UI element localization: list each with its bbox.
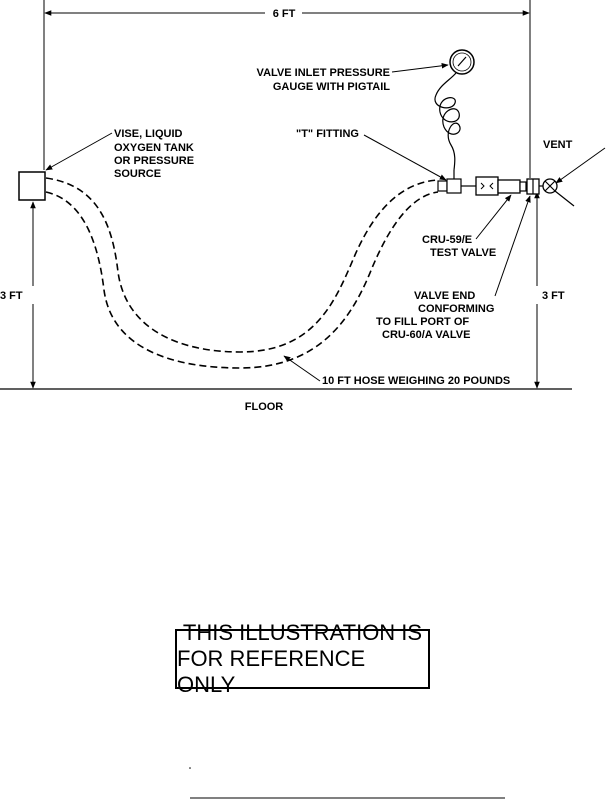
pressure-gauge <box>434 49 475 171</box>
svg-text:VISE, LIQUID: VISE, LIQUID <box>114 128 183 140</box>
svg-text:OXYGEN TANK: OXYGEN TANK <box>114 142 194 154</box>
fitting-assembly <box>437 170 575 207</box>
svg-text:SOURCE: SOURCE <box>114 168 161 180</box>
test-valve-callout: CRU-59/E TEST VALVE <box>422 194 512 259</box>
svg-text:VALVE INLET PRESSURE: VALVE INLET PRESSURE <box>257 67 390 79</box>
svg-text:10 FT HOSE WEIGHING 20 POUNDS: 10 FT HOSE WEIGHING 20 POUNDS <box>322 375 510 387</box>
svg-text:TEST VALVE: TEST VALVE <box>430 247 496 259</box>
test-valve <box>475 176 499 196</box>
hose-callout: 10 FT HOSE WEIGHING 20 POUNDS <box>283 355 510 387</box>
width-label: 6 FT <box>273 8 296 20</box>
svg-text:VALVE END: VALVE END <box>414 290 475 302</box>
svg-text:TO FILL PORT OF: TO FILL PORT OF <box>376 316 469 328</box>
width-dimension: 6 FT <box>43 0 531 178</box>
gauge-callout: VALVE INLET PRESSURE GAUGE WITH PIGTAIL <box>257 63 449 93</box>
svg-text:CONFORMING: CONFORMING <box>418 303 494 315</box>
t-fitting-callout: "T" FITTING <box>296 128 447 181</box>
svg-text:OR PRESSURE: OR PRESSURE <box>114 155 194 167</box>
right-height-label: 3 FT <box>542 290 565 302</box>
left-height-dimension: 3 FT <box>0 201 36 389</box>
vise-pressure-source <box>18 171 46 201</box>
reference-notice: THIS ILLUSTRATION IS FOR REFERENCE ONLY <box>175 620 430 697</box>
hose <box>45 177 439 369</box>
t-fitting <box>446 178 462 194</box>
right-height-dimension: 3 FT <box>534 191 565 389</box>
floor-label: FLOOR <box>245 401 284 413</box>
svg-text:"T" FITTING: "T" FITTING <box>296 128 359 140</box>
notice-line-2: FOR REFERENCE ONLY <box>177 646 366 697</box>
svg-text:CRU-60/A VALVE: CRU-60/A VALVE <box>382 329 470 341</box>
vent-callout: VENT <box>543 139 606 184</box>
svg-text:GAUGE WITH PIGTAIL: GAUGE WITH PIGTAIL <box>273 81 390 93</box>
vise-callout: VISE, LIQUID OXYGEN TANK OR PRESSURE SOU… <box>45 128 194 180</box>
svg-text:CRU-59/E: CRU-59/E <box>422 234 472 246</box>
valve-end-callout: VALVE END CONFORMING TO FILL PORT OF CRU… <box>376 195 531 341</box>
left-height-label: 3 FT <box>0 290 23 302</box>
stray-mark <box>189 767 191 769</box>
notice-line-1: THIS ILLUSTRATION IS <box>182 620 423 645</box>
svg-text:VENT: VENT <box>543 139 573 151</box>
